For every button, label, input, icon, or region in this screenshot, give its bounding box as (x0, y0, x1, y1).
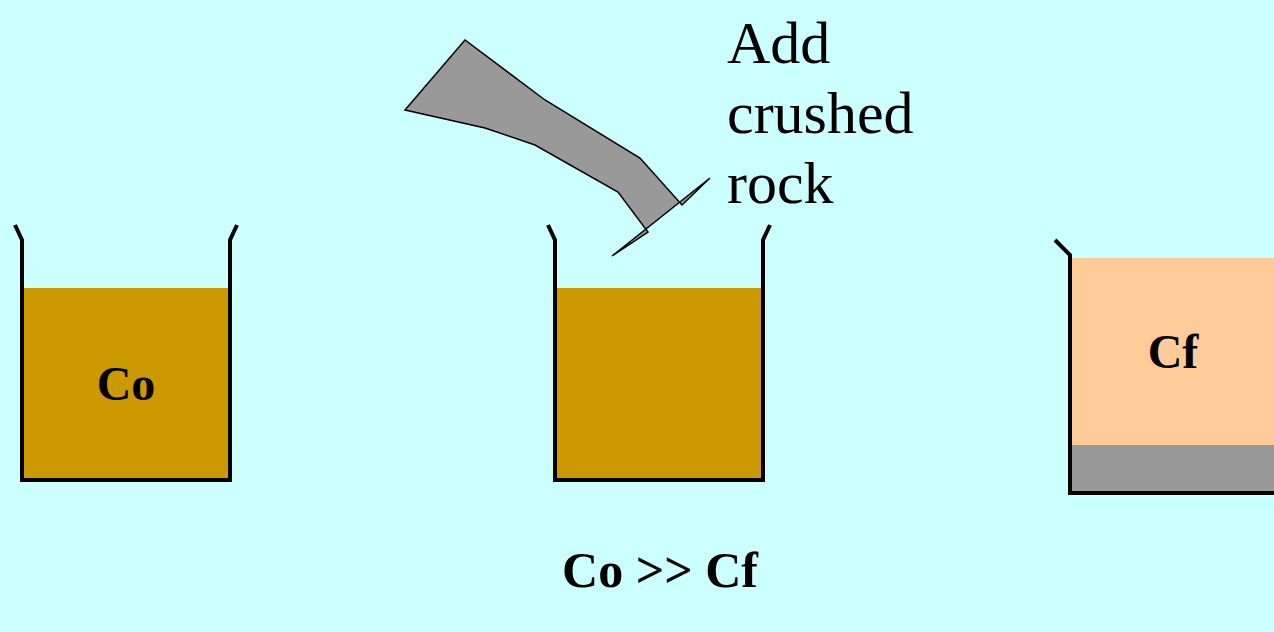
beaker (548, 225, 770, 480)
arrow (405, 40, 710, 256)
step-note: Add crushed rock (727, 8, 967, 218)
liquid-region: Cf (1072, 258, 1274, 445)
beaker (15, 225, 237, 480)
concentration-label: Cf (1148, 324, 1199, 379)
sediment (1070, 445, 1274, 493)
liquid-region: Co (24, 288, 228, 478)
beaker (1055, 240, 1274, 493)
liquid (555, 288, 763, 480)
concentration-label: Co (97, 356, 156, 411)
relation-label: Co >> Cf (360, 540, 960, 600)
